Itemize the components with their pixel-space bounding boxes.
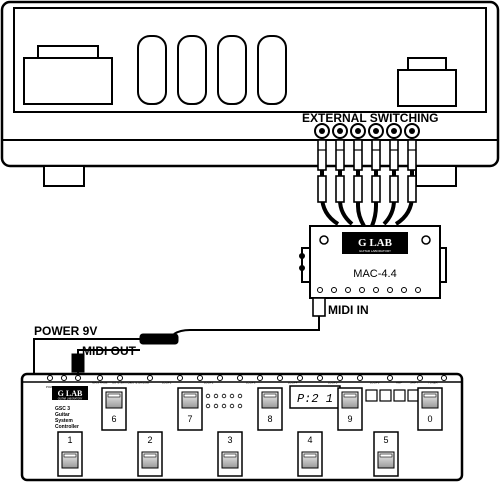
footswitch-number: 9 bbox=[347, 414, 352, 424]
top-label: MAIN PAGE bbox=[92, 381, 107, 385]
top-label: LOOP2 bbox=[204, 381, 214, 385]
switching-jacks bbox=[314, 123, 420, 139]
footswitch-8[interactable]: 8 bbox=[257, 387, 283, 431]
model-line: System bbox=[55, 418, 73, 424]
top-label: AMP bbox=[396, 381, 402, 385]
jack bbox=[368, 123, 384, 139]
footswitch-5[interactable]: 5 bbox=[373, 431, 399, 477]
tube bbox=[217, 35, 247, 105]
jack bbox=[350, 123, 366, 139]
jack bbox=[332, 123, 348, 139]
controller-model: GSC 3 Guitar System Controller bbox=[55, 406, 79, 430]
tube bbox=[257, 35, 287, 105]
footswitch-number: 4 bbox=[307, 435, 312, 445]
controller-top-jacks bbox=[47, 375, 447, 381]
jack bbox=[314, 123, 330, 139]
output-transformer bbox=[397, 69, 457, 107]
model-line: GSC 3 bbox=[55, 406, 70, 412]
footswitch-6[interactable]: 6 bbox=[101, 387, 127, 431]
tube bbox=[137, 35, 167, 105]
mac-led-row bbox=[317, 287, 421, 293]
jack bbox=[404, 123, 420, 139]
footswitch-7[interactable]: 7 bbox=[177, 387, 203, 431]
top-label: OUT1 SWITCH bbox=[112, 381, 131, 385]
model-line: Guitar bbox=[55, 412, 70, 418]
mac-brand-sub: GUITAR LABORATORY bbox=[359, 249, 391, 253]
footswitch-number: 5 bbox=[383, 435, 388, 445]
external-switching-label: EXTERNAL SWITCHING bbox=[302, 111, 438, 125]
footswitch-3[interactable]: 3 bbox=[217, 431, 243, 477]
amp-foot-right bbox=[415, 165, 457, 187]
power-cable bbox=[33, 333, 179, 384]
jack bbox=[386, 123, 402, 139]
power-tubes bbox=[137, 35, 287, 105]
top-label: LOOP5 bbox=[328, 381, 338, 385]
switching-cables bbox=[317, 139, 417, 228]
controller-logo bbox=[52, 386, 88, 400]
footswitch-9[interactable]: 9 bbox=[337, 387, 363, 431]
mac-switcher: G LAB GUITAR LABORATORY MAC-4.4 bbox=[299, 225, 447, 299]
power-label: POWER 9V bbox=[34, 324, 97, 338]
tube bbox=[177, 35, 207, 105]
top-label: MIDI OUT bbox=[58, 385, 71, 389]
footswitch-number: 2 bbox=[147, 435, 152, 445]
footswitch-number: 3 bbox=[227, 435, 232, 445]
footswitch-2[interactable]: 2 bbox=[137, 431, 163, 477]
footswitch-number: 1 bbox=[67, 435, 72, 445]
model-line: Controller bbox=[55, 424, 79, 430]
top-label: TUNER bbox=[428, 381, 438, 385]
led-grid bbox=[205, 393, 243, 409]
transformer-block bbox=[23, 57, 113, 105]
gsc-controller: G LAB GUITAR LABORATORY GSC 3 Guitar Sys… bbox=[20, 372, 464, 482]
midi-in-cable bbox=[173, 297, 326, 335]
footswitch-0[interactable]: 0 bbox=[417, 387, 443, 431]
top-label: SHIFT bbox=[410, 381, 418, 385]
footswitch-number: 8 bbox=[267, 414, 272, 424]
footswitch-number: 0 bbox=[427, 414, 432, 424]
top-label: LOOP1 bbox=[162, 381, 172, 385]
footswitch-4[interactable]: 4 bbox=[297, 431, 323, 477]
top-label: LOOP4 bbox=[288, 381, 298, 385]
display-readout: P:2 1 bbox=[297, 392, 333, 406]
top-label: MIDI IN bbox=[72, 385, 81, 389]
amp-foot-left bbox=[43, 165, 85, 187]
controller-brand-sub: GUITAR LABORATORY bbox=[58, 398, 83, 401]
mac-model: MAC-4.4 bbox=[353, 268, 396, 280]
amplifier: EXTERNAL SWITCHING bbox=[0, 0, 500, 187]
top-label: OUT2 BRIDGE bbox=[130, 381, 149, 385]
mac-logo bbox=[342, 232, 408, 254]
controller-brand: G LAB bbox=[58, 389, 83, 398]
top-label: POWER bbox=[46, 385, 57, 389]
cable bbox=[353, 139, 366, 228]
mac-brand: G LAB bbox=[358, 237, 393, 249]
footswitch-number: 6 bbox=[111, 414, 116, 424]
cable bbox=[370, 139, 381, 227]
midi-in-label: MIDI IN bbox=[328, 303, 369, 317]
controller-top-labels: POWER MIDI OUT MIDI IN MAIN PAGE OUT1 SW… bbox=[46, 381, 438, 390]
top-label: LOOP3 bbox=[246, 381, 256, 385]
midi-out-label: MIDI OUT bbox=[82, 344, 137, 358]
top-label: LOOP6 bbox=[370, 381, 380, 385]
footswitch-1[interactable]: 1 bbox=[57, 431, 83, 477]
footswitch-number: 7 bbox=[187, 414, 192, 424]
